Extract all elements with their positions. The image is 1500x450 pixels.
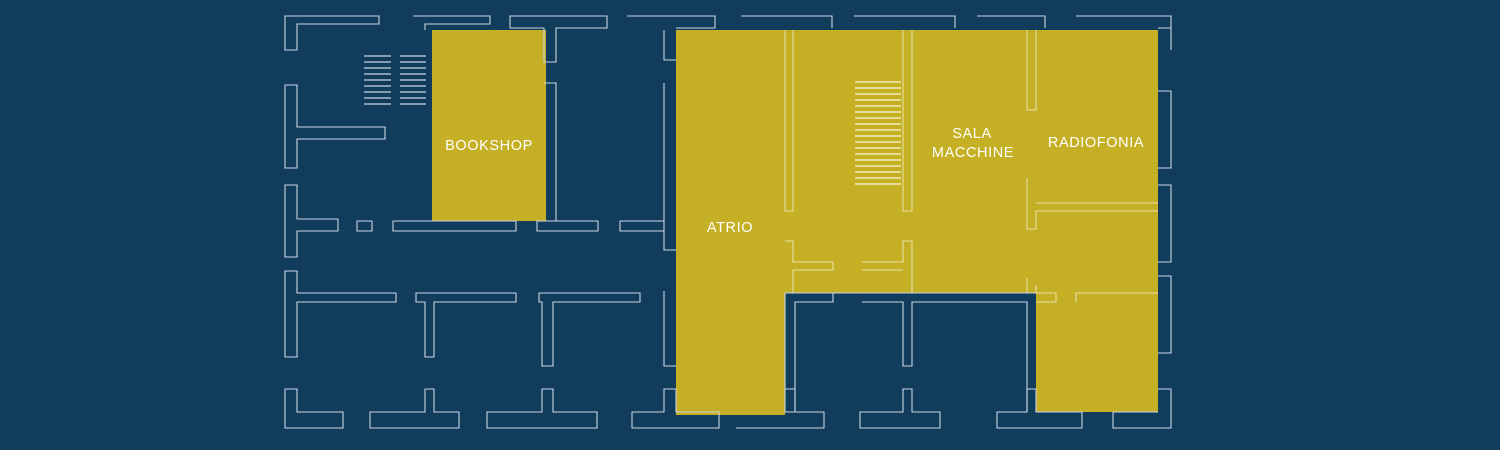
room-bookshop[interactable]	[432, 30, 546, 221]
room-east-corridor[interactable]	[1034, 203, 1158, 293]
room-sala-macchine[interactable]	[912, 30, 1034, 293]
room-label-sala-macchine-line1: SALA	[952, 126, 991, 142]
staircase-central-icon	[855, 81, 901, 185]
room-southeast[interactable]	[1036, 293, 1158, 412]
room-label-atrio: ATRIO	[707, 220, 753, 236]
interior-walls-west	[356, 30, 676, 367]
room-atrio[interactable]	[676, 30, 785, 415]
interior-walls-east	[784, 30, 1158, 413]
room-label-radiofonia: RADIOFONIA	[1048, 135, 1144, 151]
staircase-west-icon	[364, 55, 426, 105]
room-label-sala-macchine-line2: MACCHINE	[932, 145, 1014, 161]
room-stair-hall[interactable]	[785, 30, 912, 293]
room-radiofonia[interactable]	[1034, 30, 1158, 203]
room-label-bookshop: BOOKSHOP	[445, 138, 533, 154]
exterior-walls	[284, 15, 1172, 429]
